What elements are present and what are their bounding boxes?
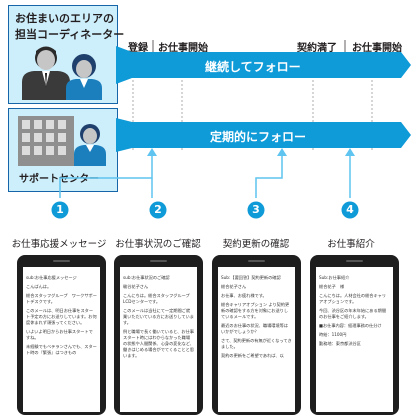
- connector-arrowheads: [147, 148, 355, 156]
- phone-screen: Sub:お仕事紹介 総合花子 様 こんにちは。人材会社の総合キャリアオプションで…: [316, 267, 393, 412]
- email-line: さて、契約更新の有無が近くなってきました。: [221, 338, 292, 349]
- email-subject: sub:お仕事応援メッセージ: [26, 275, 77, 280]
- email-line: 総合スタッフグループ ワークサポートデスクです。: [26, 293, 97, 304]
- email-subject: sub:お仕事状況のご確認: [123, 275, 170, 280]
- email-line: このメールは当社にて一定期間ご就業いただいている方にお送りしています。: [123, 308, 194, 325]
- email-line: 勤務地：東京都渋谷区: [319, 341, 361, 346]
- email-line: 駿谷花子さん: [123, 284, 149, 289]
- step-4-label: お仕事紹介: [327, 239, 375, 250]
- step-3-label: 契約更新の確認: [222, 239, 290, 250]
- step-3-number: 3: [252, 203, 260, 216]
- continuous-follow-label: 継続してフォロー: [205, 60, 301, 74]
- phone-screen: sub:お仕事応援メッセージ こんばんは。 総合スタッフグループ ワークサポート…: [23, 267, 100, 412]
- coordinator-title-line1: お住まいのエリアの: [15, 12, 114, 25]
- milestone-work-start-1: お仕事開始: [158, 43, 208, 54]
- step-4-number: 4: [346, 203, 354, 216]
- step-connectors: [59, 152, 351, 198]
- email-line: 例と職場で長く働いていると、お仕事スタート時にはわからなかった職場の状態や人間関…: [123, 329, 194, 358]
- phone-mockup: sub:お仕事応援メッセージ こんばんは。 総合スタッフグループ ワークサポート…: [17, 255, 106, 415]
- periodic-follow-label: 定期的にフォロー: [210, 130, 307, 144]
- email-line: 総合花子 様: [319, 284, 345, 289]
- email-line: 今回、渋谷区の年末年始にある期間のお仕事をご紹介します。: [319, 308, 387, 319]
- email-line: こんばんは。: [26, 284, 52, 289]
- periodic-follow-band: [116, 118, 411, 152]
- email-line: 総合キャリアオプション より契約更新の確認をする方を対象にお送りしているメールで…: [221, 302, 290, 319]
- email-line: こんにちは。人材会社の総合キャリアオプションです。: [319, 293, 387, 304]
- phone-speaker: [150, 260, 167, 262]
- email-line: 契約の更新をご希望であれば、以: [221, 353, 284, 358]
- phone-screen: Sub:【要回答】契約更新の確認 総合花子さん お仕事、お疲れ様です。 総合キャ…: [218, 267, 295, 412]
- phone-mockup: Sub:お仕事紹介 総合花子 様 こんにちは。人材会社の総合キャリアオプションで…: [310, 255, 399, 415]
- email-line: このメールは、明日お仕事をスタート予定の方にお送りしています。お何度休まれず頑張…: [26, 308, 97, 325]
- coordinator-people-icon: [22, 46, 102, 100]
- phone-mockup: Sub:【要回答】契約更新の確認 総合花子さん お仕事、お疲れ様です。 総合キャ…: [212, 255, 301, 415]
- milestone-dividers: [152, 40, 346, 52]
- step-number-badges: [51, 201, 359, 219]
- phone-speaker: [248, 260, 265, 262]
- email-subject: Sub:【要回答】契約更新の確認: [221, 275, 281, 280]
- step-1-number: 1: [56, 203, 64, 216]
- email-line: 未経験でもベテランさんでも、スタート時の『緊張』はつきもの: [26, 344, 97, 355]
- coordinator-title-line2: 担当コーディネーター: [15, 28, 125, 41]
- email-line: 最近のお仕事の状況、職場環境等はいかがでしょうか？: [221, 323, 289, 334]
- email-line: ■お仕事内容：経理事務の仕分け: [319, 323, 382, 328]
- step-2-label: お仕事状況のご確認: [115, 239, 201, 250]
- flow-diagram: [51, 40, 411, 219]
- milestone-register: 登録: [128, 43, 148, 54]
- step-2-number: 2: [154, 203, 162, 216]
- email-line: いよいよ明日からお仕事スタートですね。: [26, 329, 93, 340]
- phone-mockup: sub:お仕事状況のご確認 駿谷花子さん こんにちは。総合スタッフグループLCD…: [114, 255, 203, 415]
- phone-screen: sub:お仕事状況のご確認 駿谷花子さん こんにちは。総合スタッフグループLCD…: [120, 267, 197, 412]
- email-subject: Sub:お仕事紹介: [319, 275, 350, 280]
- continuous-follow-band: [116, 46, 411, 84]
- milestone-work-start-2: お仕事開始: [352, 43, 402, 54]
- email-line: 総合花子さん: [221, 284, 247, 289]
- phone-speaker: [346, 260, 363, 262]
- support-center-label: サポートセンター: [19, 174, 99, 185]
- email-line: 時給：1100円: [319, 332, 347, 337]
- office-building-icon: [18, 116, 106, 166]
- email-line: お仕事、お疲れ様です。: [221, 293, 267, 298]
- milestone-contract-end: 契約満了: [297, 43, 337, 54]
- email-line: こんにちは。総合スタッフグループLCDセンターです。: [123, 293, 190, 304]
- step-1-label: お仕事応援メッセージ: [11, 239, 107, 250]
- phone-speaker: [53, 260, 70, 262]
